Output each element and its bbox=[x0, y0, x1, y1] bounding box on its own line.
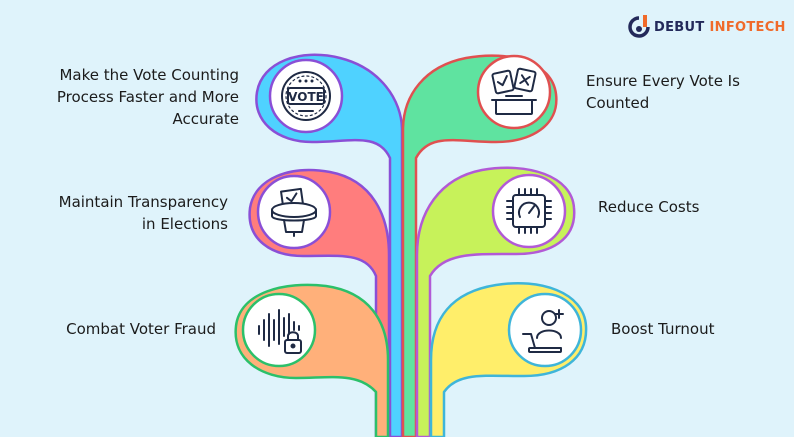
brand-mark-icon bbox=[628, 15, 650, 38]
svg-text:VOTE: VOTE bbox=[288, 90, 324, 104]
stem-left-3 bbox=[234, 283, 390, 437]
label-transparency: Maintain Transparency in Elections bbox=[58, 193, 228, 233]
ballot-cards-icon bbox=[491, 67, 537, 115]
label-vote-counting: Make the Vote Counting Process Faster an… bbox=[56, 66, 239, 128]
voter-laptop-icon bbox=[522, 309, 564, 353]
brand-logo: DEBUT INFOTECH bbox=[628, 15, 786, 39]
label-voter-fraud: Combat Voter Fraud bbox=[66, 320, 216, 338]
ballot-box-icon bbox=[271, 187, 317, 237]
voice-lock-icon bbox=[258, 309, 302, 354]
brand-name-part2: INFOTECH bbox=[709, 19, 786, 35]
stem-right-3 bbox=[429, 281, 588, 437]
brand-name-part1: DEBUT bbox=[654, 19, 705, 35]
vote-badge-icon: VOTE bbox=[281, 71, 331, 121]
label-boost-turnout: Boost Turnout bbox=[611, 320, 715, 338]
chip-gauge-icon bbox=[506, 188, 552, 234]
label-every-vote: Ensure Every Vote Is Counted bbox=[586, 72, 740, 112]
label-reduce-costs: Reduce Costs bbox=[598, 198, 700, 216]
